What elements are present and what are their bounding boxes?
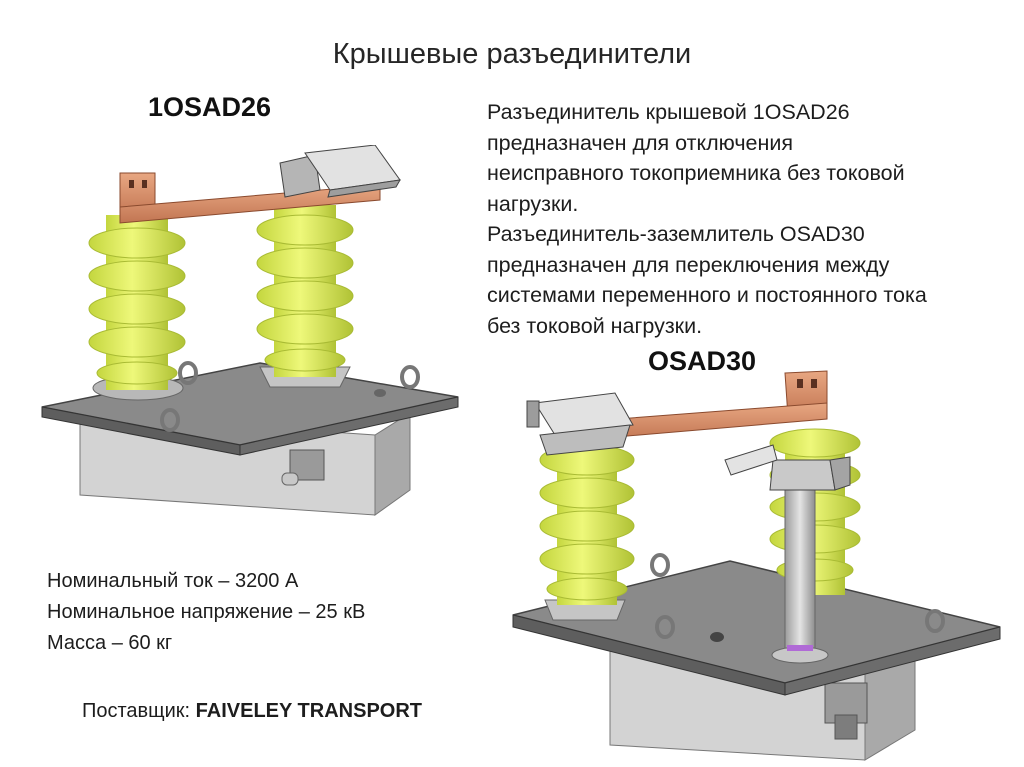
description-line: предназначен для переключения между (487, 252, 890, 277)
description-line: системами переменного и постоянного тока (487, 283, 927, 307)
contact-head (526, 392, 634, 456)
description-line: без токовой нагрузки. (487, 313, 703, 338)
device-2-name: OSAD30 (648, 346, 757, 376)
spec-voltage: Номинальное напряжение – 25 кВ (47, 601, 366, 623)
insulator-1 (88, 215, 186, 390)
device-2-illustration (512, 370, 1001, 761)
slide-title: Крышевые разъединители (332, 38, 692, 70)
supplier-label: Поставщик: (82, 700, 196, 722)
insulator-left (539, 440, 635, 605)
grounding-tube (724, 444, 851, 664)
description-line: предназначен для отключения (487, 130, 794, 155)
spec-current: Номинальный ток – 3200 А (47, 570, 299, 592)
contact-head (279, 145, 401, 198)
insulator-2 (256, 205, 354, 377)
specs-list: Номинальный ток – 3200 А Номинальное нап… (47, 566, 365, 659)
description-line: неисправного токоприемника без токовой (487, 161, 905, 185)
description-line: нагрузки. (487, 191, 579, 216)
description: Разъединитель крышевой 1OSAD26 предназна… (487, 97, 1007, 341)
device-1-illustration (41, 145, 459, 516)
supplier: Поставщик: FAIVELEY TRANSPORT (82, 700, 422, 723)
spec-mass: Масса – 60 кг (47, 632, 173, 654)
description-line: Разъединитель крышевой 1OSAD26 (487, 100, 850, 124)
description-line: Разъединитель-заземлитель OSAD30 (487, 222, 865, 246)
supplier-name: FAIVELEY TRANSPORT (195, 700, 422, 722)
device-1-name: 1OSAD26 (148, 92, 272, 122)
